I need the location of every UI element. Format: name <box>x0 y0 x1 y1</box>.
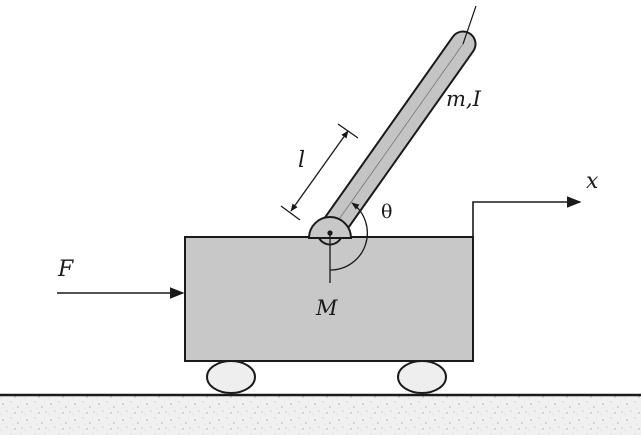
pole-length-label: l <box>298 148 305 173</box>
theta-angle-arc <box>329 202 368 271</box>
cart-mass-label: M <box>315 296 338 320</box>
pole-length-tick-top <box>337 123 359 139</box>
pole-axis-extension <box>462 5 477 45</box>
left-wheel <box>206 360 256 394</box>
pendulum-pole <box>316 30 477 246</box>
pole-mass-inertia-label: m,I <box>446 87 482 111</box>
force-label: F <box>57 257 74 282</box>
position-axis-arrow <box>472 196 582 236</box>
pole-length-tick-bottom <box>280 205 301 221</box>
ground <box>0 395 641 435</box>
theta-label: θ <box>381 201 392 223</box>
right-wheel <box>397 360 447 394</box>
position-axis-label: x <box>586 169 599 194</box>
pole-length-dimension-arrow <box>290 130 349 212</box>
pivot-hub <box>307 216 353 239</box>
cart-body <box>184 236 474 362</box>
